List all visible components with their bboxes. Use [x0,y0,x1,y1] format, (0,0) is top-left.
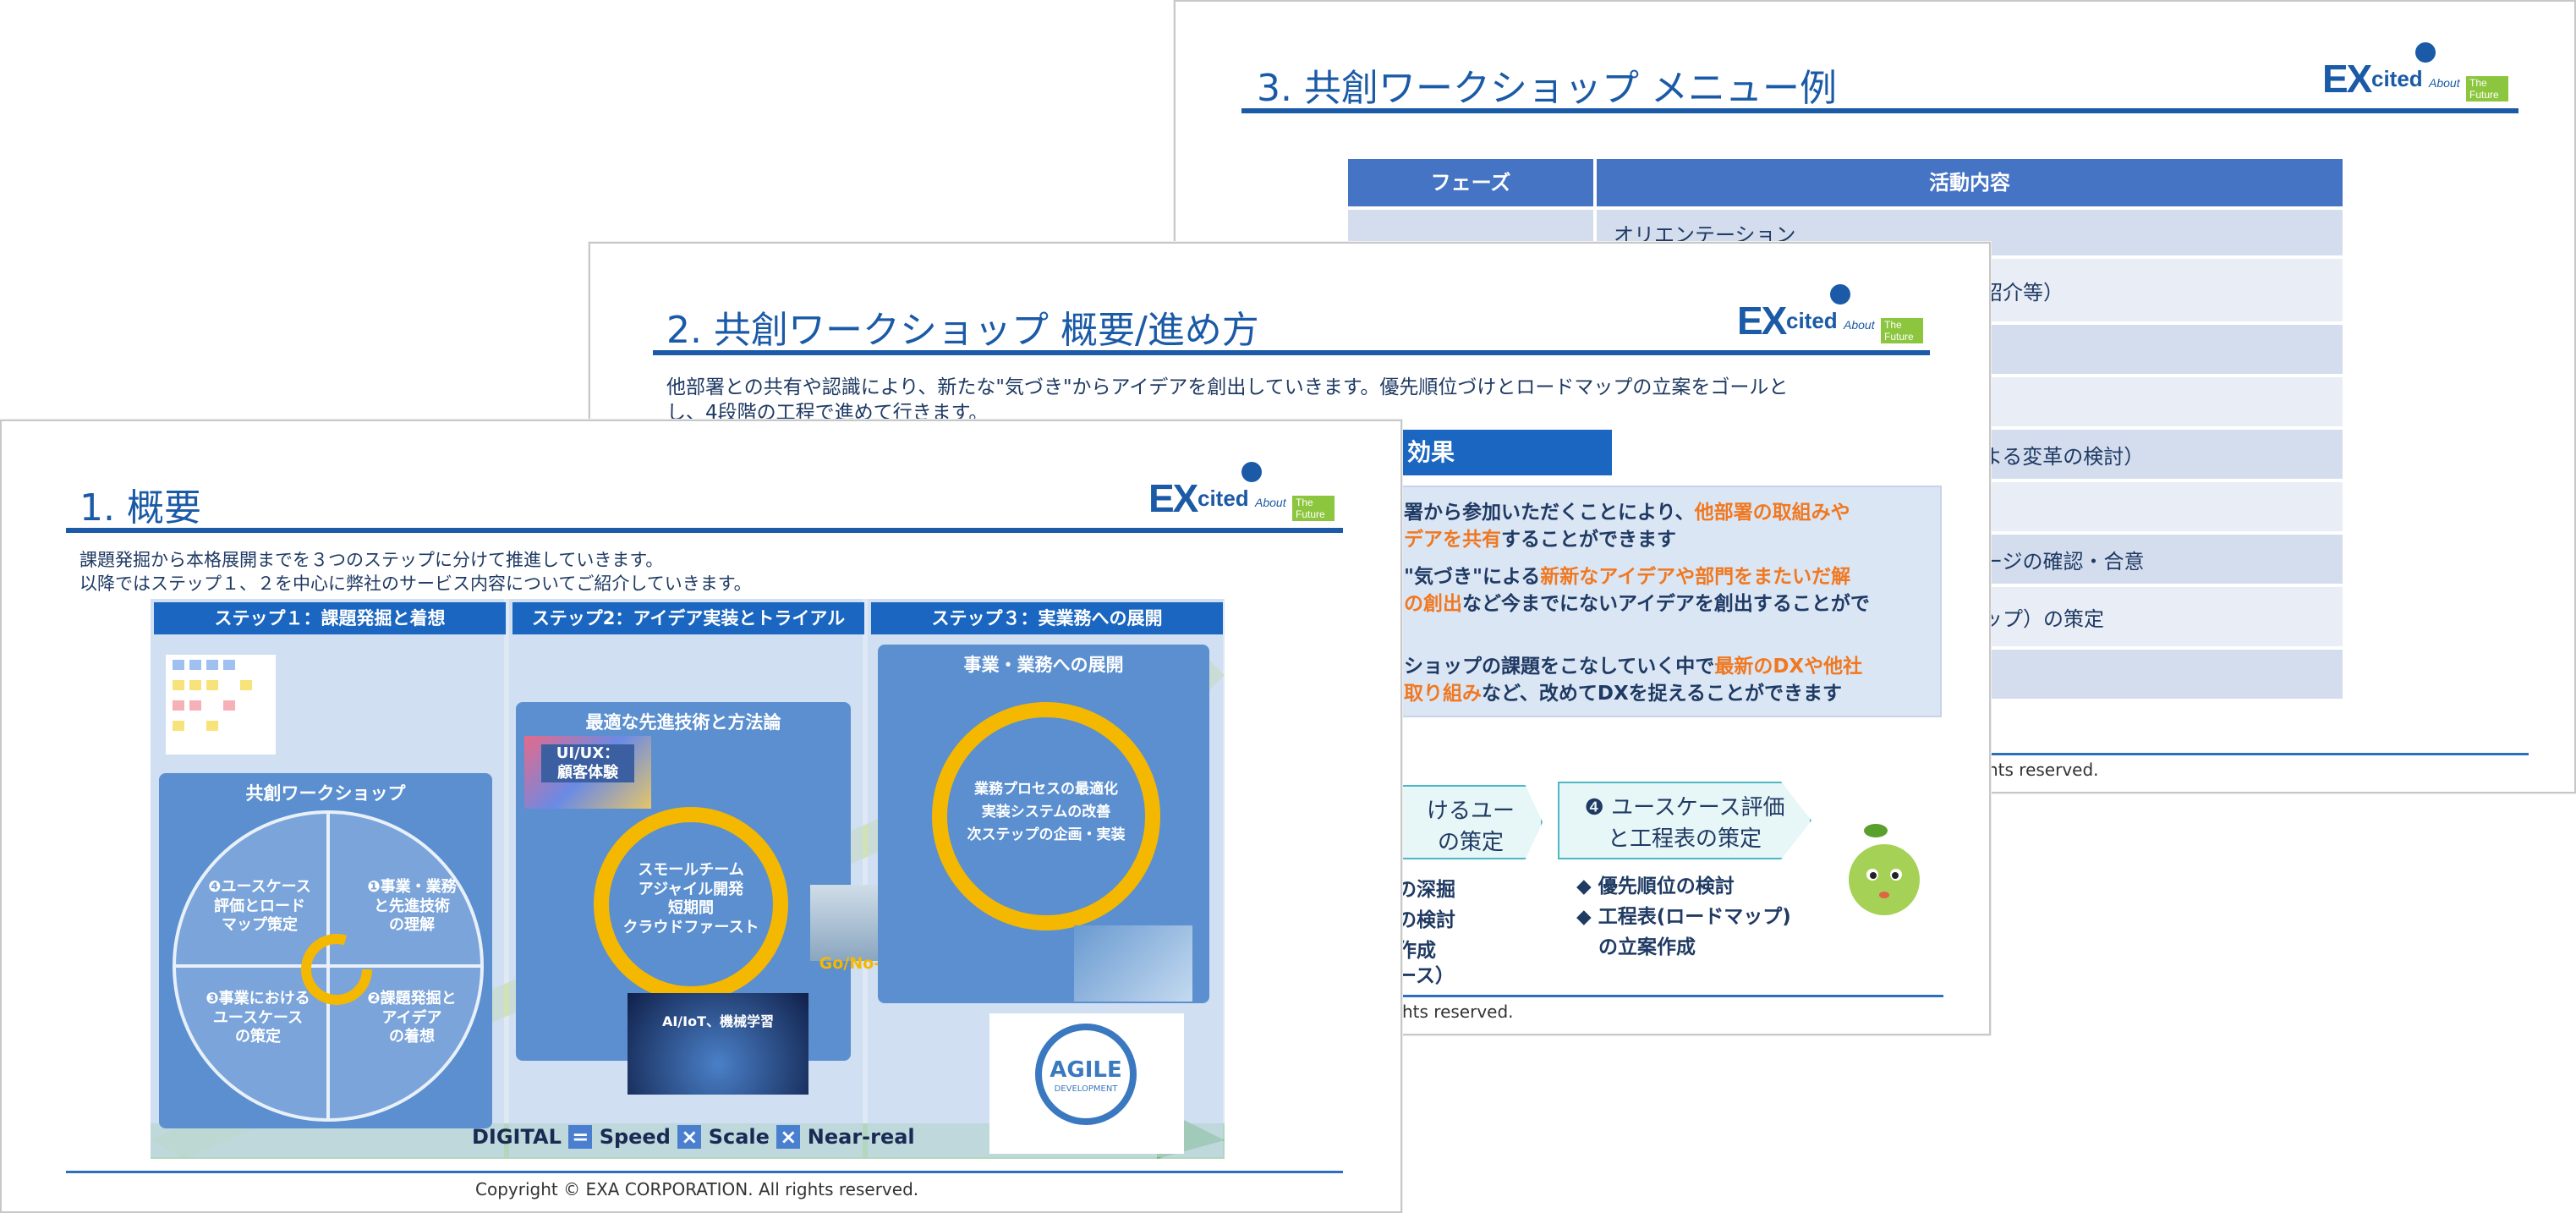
quadrant-usecase-define: ❸事業における ユースケース の策定 [206,990,310,1046]
footer-rule [1683,753,2529,755]
left-frag-1: の深掘 [1397,879,1455,901]
tech-cycle-text: スモールチーム アジャイル開発 短期間 クラウドファースト [622,861,759,936]
deploy-cycle-text: 業務プロセスの最適化 実装システムの改善 次ステップの企画・実装 [967,781,1126,844]
mascot [1842,819,1927,920]
slide-2-title: 2. 共創ワークショップ 概要/進め方 [666,309,1259,352]
intro-line-1: 課題発掘から本格展開までを３つのステップに分けて推進していきます。 [79,550,664,570]
copyright-fragment: hts reserved. [1987,760,2099,780]
workshop-circle [173,810,484,1122]
agile-sub-label: DEVELOPMENT [1054,1084,1118,1094]
step-4-chevron: ❹ ユースケース評価 と工程表の策定 [1558,782,1811,859]
agile-cycle-icon [1035,1024,1137,1125]
runner-icon [1241,462,1262,482]
effect-tab: 効果 [1399,430,1612,475]
sticky-notes-icon [166,655,276,755]
runner-icon [1830,284,1850,305]
intro-line-2: 以降ではステップ１、２を中心に弊社のサービス内容についてご紹介していきます。 [79,574,752,594]
copyright-fragment: hts reserved. [1402,1002,1514,1022]
title-rule [66,528,1343,533]
effect-line: 署から参加いただくことにより、他部署の取組みや [1404,502,1850,524]
agile-label: AGILE [1050,1057,1122,1083]
bullet-plan: の立案作成 [1598,936,1696,958]
footer-rule [1098,995,1943,997]
effect-line: 取り組みなど、改めてDXを捉えることができます [1404,683,1842,705]
step-3-chevron: けるユー の策定 [1399,785,1543,859]
footer-rule [66,1171,1343,1173]
exa-logo: EX cited About The Future [1148,462,1335,521]
step-1-header: ステップ１：課題発掘と着想 [154,602,506,634]
slide-3-title: 3. 共創ワークショップ メニュー例 [1257,67,1837,110]
workshop-title: 共創ワークショップ [245,783,406,804]
left-frag-2: の検討 [1397,909,1455,931]
slide-1-title: 1. 概要 [79,486,201,530]
quadrant-business: ❶事業・業務 と先進技術 の理解 [367,878,457,934]
exa-logo: EX cited About The Future [2322,42,2508,102]
quadrant-usecase-eval: ❹ユースケース 評価とロード マップ策定 [208,878,311,934]
deploy-title: 事業・業務への展開 [963,655,1124,675]
left-frag-3: 作成 [1397,940,1436,962]
effect-line: デアを共有することができます [1404,529,1676,551]
step-3-header: ステップ３：実業務への展開 [871,602,1223,634]
exa-logo: EX cited About The Future [1737,284,1923,343]
quadrant-ideation: ❷課題発掘と アイデア の着想 [367,990,457,1046]
bullet-roadmap: ◆ 工程表(ロードマップ) [1576,906,1791,928]
digital-slogan: DIGITAL = Speed × Scale × Near-real [472,1125,915,1149]
effect-line: ショップの課題をこなしていく中で最新のDXや他社 [1404,656,1863,678]
table-header-activity: 活動内容 [1597,159,2343,206]
tech-title: 最適な先進技術と方法論 [585,712,781,733]
runner-icon [2415,42,2436,63]
effect-line: "気づき"による新新なアイデアや部門をまたいだ解 [1404,566,1851,588]
left-frag-4: ース） [1397,965,1455,987]
title-rule [1241,108,2518,113]
code-photo [1074,925,1192,1002]
uiux-photo: UI/UX： 顧客体験 [524,736,651,809]
copyright: Copyright © EXA CORPORATION. All rights … [475,1179,919,1199]
agile-badge: AGILE DEVELOPMENT [989,1013,1184,1154]
effect-line: の創出など今までにないアイデアを創出することがで [1404,593,1870,615]
slide-1: 1. 概要 EX cited About The Future 課題発掘から本格… [0,420,1402,1213]
intro-line-1: 他部署との共有や認識により、新たな"気づき"からアイデアを創出していきます。優先… [666,376,1789,398]
ai-iot-image: AI/IoT、機械学習 [628,993,808,1095]
table-header-phase: フェーズ [1348,159,1593,206]
title-rule [653,350,1930,355]
effect-box [1394,486,1942,717]
step-2-header: ステップ2：アイデア実装とトライアル [512,602,864,634]
bullet-priority: ◆ 優先順位の検討 [1576,875,1735,897]
